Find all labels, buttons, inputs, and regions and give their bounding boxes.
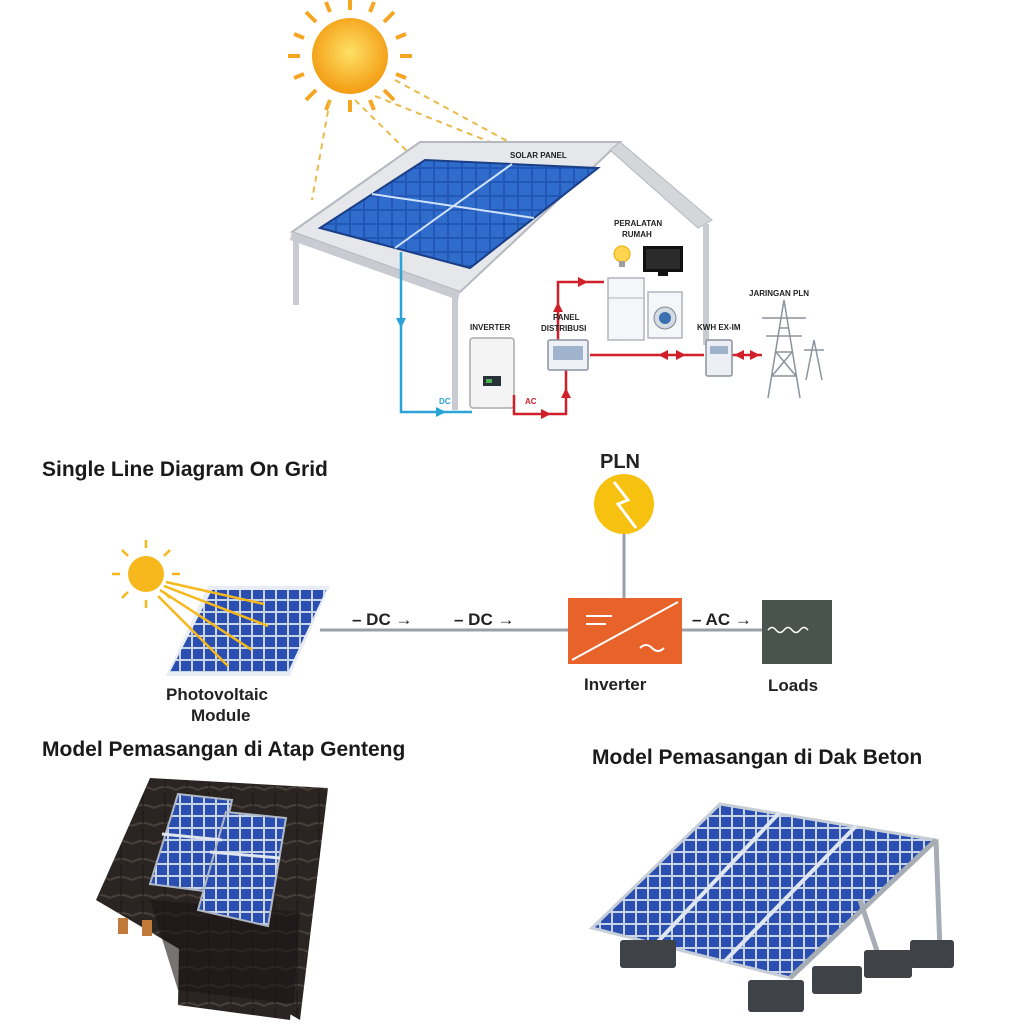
tile-roof-installation-illustration: [96, 778, 328, 1020]
pv-module-label-2: Module: [191, 706, 251, 725]
concrete-roof-installation-illustration: [589, 802, 954, 1012]
concrete-roof-title: Model Pemasangan di Dak Beton: [592, 746, 923, 769]
kwh-meter-label: KWH EX-IM: [697, 323, 741, 332]
distribution-panel-label-2: DISTRIBUSI: [541, 324, 586, 333]
grid-label: JARINGAN PLN: [749, 289, 809, 298]
appliances-label-1: PERALATAN: [614, 219, 662, 228]
inverter-label: Inverter: [584, 675, 647, 694]
inverter-unit: [469, 337, 515, 409]
dc-arrow-label-2: – DC →: [454, 610, 514, 629]
pln-label: PLN: [600, 451, 640, 473]
tile-roof-title: Model Pemasangan di Atap Genteng: [42, 738, 406, 761]
dc-arrow-label-1: – DC →: [352, 610, 412, 629]
grid-power-icon: [594, 474, 654, 534]
sun-icon: [288, 0, 412, 112]
solar-panel-label: SOLAR PANEL: [510, 151, 567, 160]
loads-icon: [762, 600, 832, 664]
distribution-panel: [547, 339, 589, 371]
appliances-label-2: RUMAH: [622, 230, 652, 239]
inverter-label: INVERTER: [470, 323, 511, 332]
pv-module-icon: [157, 580, 330, 676]
inverter-icon: [568, 598, 682, 664]
single-line-diagram: Photovoltaic Module – DC → – DC → PLN In…: [112, 451, 832, 725]
home-appliances: [607, 245, 683, 341]
kwh-meter: [705, 339, 733, 377]
dc-label: DC: [439, 397, 451, 406]
transmission-tower-icon: [762, 299, 824, 399]
roof-solar-panel: [317, 158, 601, 270]
single-line-diagram-title: Single Line Diagram On Grid: [42, 458, 328, 481]
dc-wire: [396, 252, 472, 417]
loads-label: Loads: [768, 676, 818, 695]
ac-arrows: [541, 277, 760, 419]
house-diagram: SOLAR PANEL DC INVERTER: [288, 0, 824, 419]
ac-arrow-label: – AC →: [692, 610, 752, 629]
ac-label: AC: [525, 397, 537, 406]
pv-module-label-1: Photovoltaic: [166, 685, 268, 704]
distribution-panel-label-1: PANEL: [553, 313, 580, 322]
